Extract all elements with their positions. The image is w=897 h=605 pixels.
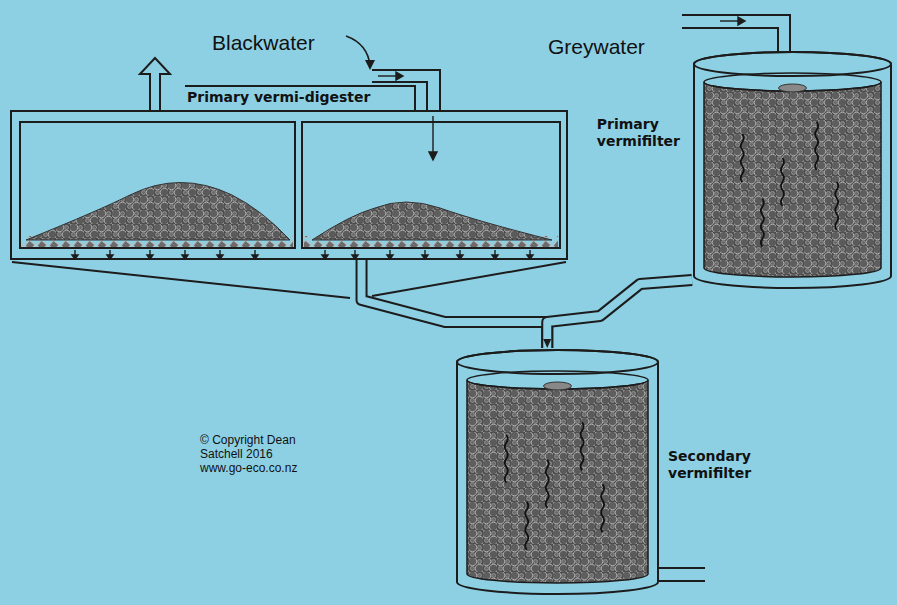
copyright-note: © Copyright Dean Satchell 2016 www.go-ec… [200, 433, 312, 475]
tank-label: Primary vermi-digester [187, 89, 370, 106]
filter-tank: Secondary vermifilter [455, 348, 660, 596]
vermifilter-tank [692, 50, 893, 290]
pipe-bore [362, 260, 548, 348]
arrow-head [543, 339, 551, 348]
pipe-connector [362, 260, 552, 348]
tank-label: Secondary vermifilter [668, 448, 751, 482]
pipe-bore [547, 280, 692, 348]
vermifilter-tank [455, 348, 660, 596]
inflow-label: Greywater [548, 34, 645, 60]
tank-label: Primary vermifilter [597, 116, 680, 150]
pipe-connector [543, 280, 692, 348]
pipe-wall [362, 260, 548, 348]
digester-box: Primary vermi-digester [10, 110, 568, 260]
pipe-wall [547, 280, 692, 348]
filter-tank: Primary vermifilter [692, 50, 893, 290]
inflow-label: Blackwater [212, 30, 315, 56]
